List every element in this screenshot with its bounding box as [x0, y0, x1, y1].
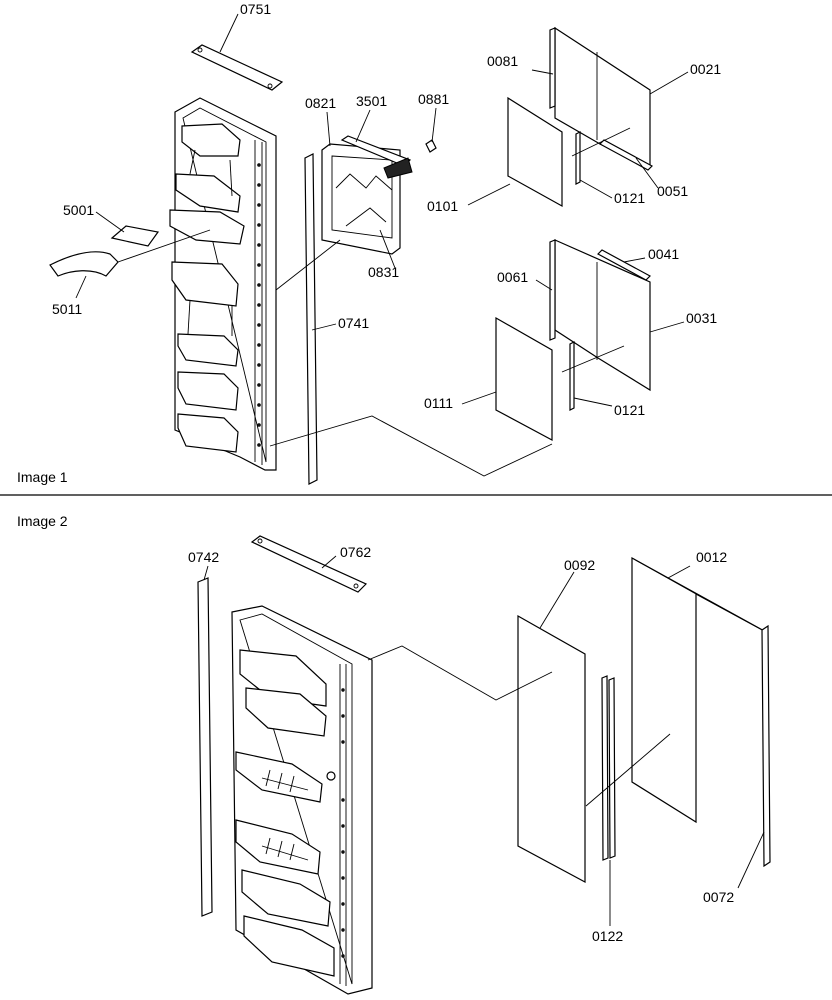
- part-0121-strip-a: [575, 131, 581, 185]
- part-5001: [110, 225, 160, 247]
- leader-0012: [667, 565, 691, 579]
- part-0031-panel: [554, 239, 651, 392]
- label-0081: 0081: [487, 53, 518, 69]
- leader-5011: [75, 275, 87, 299]
- leader-0762: [321, 555, 337, 569]
- leader-0821: [326, 111, 331, 147]
- part-0121-strip-b: [569, 341, 575, 411]
- label-0742: 0742: [188, 549, 219, 565]
- part-0122-strip-pair: [608, 677, 616, 859]
- label-0122: 0122: [592, 928, 623, 944]
- label-0012: 0012: [696, 549, 727, 565]
- label-0831: 0831: [368, 264, 399, 280]
- label-0111: 0111: [424, 395, 453, 411]
- label-0061: 0061: [497, 269, 528, 285]
- label-0092: 0092: [564, 557, 595, 573]
- image-2-caption: Image 2: [17, 513, 68, 529]
- label-5001: 5001: [63, 202, 94, 218]
- part-0072-strip: [761, 624, 771, 868]
- leader-0072: [737, 831, 765, 889]
- label-0031: 0031: [686, 310, 717, 326]
- door-2-bin-slots: [261, 769, 309, 861]
- label-0881: 0881: [418, 91, 449, 107]
- leader-0751: [219, 13, 239, 53]
- part-5011: [49, 251, 119, 277]
- label-0101: 0101: [427, 198, 458, 214]
- leader-0021: [649, 71, 689, 95]
- image-2-group: Image 2: [17, 513, 771, 995]
- label-5011: 5011: [52, 301, 82, 317]
- part-0741-strip: [304, 153, 318, 485]
- door-1-screw-holes: [257, 163, 261, 447]
- part-0881-screw: [425, 139, 437, 153]
- leader-0051: [635, 157, 659, 189]
- leader-0031: [649, 321, 685, 333]
- door-1-inner-edge: [182, 107, 267, 463]
- leader-0831: [379, 229, 396, 269]
- leader-3501: [355, 109, 371, 143]
- part-0101-panel: [507, 96, 563, 208]
- part-0831-inner: [331, 155, 393, 239]
- part-0111-panel: [495, 316, 553, 442]
- door-1-bins: [169, 123, 245, 453]
- leader-0121a: [579, 179, 613, 199]
- leader-0741: [311, 323, 337, 331]
- label-0762: 0762: [340, 544, 371, 560]
- label-0751: 0751: [240, 1, 271, 17]
- leader-0101: [467, 183, 511, 206]
- label-0121-upper: 0121: [614, 190, 645, 206]
- door-2: [231, 605, 373, 995]
- part-0081-strip: [549, 27, 556, 109]
- label-3501: 3501: [356, 93, 387, 109]
- door-2-bins: [235, 649, 335, 977]
- door-2-hinge-pin: [326, 771, 336, 781]
- leader-0061: [535, 279, 553, 291]
- door-1: [169, 97, 277, 471]
- part-0041-strip: [597, 249, 651, 281]
- part-0061-strip: [549, 239, 556, 341]
- leader-0041: [623, 257, 646, 263]
- leader-0742: [203, 565, 209, 581]
- part-0122-strip: [601, 675, 609, 861]
- leader-0111: [461, 391, 497, 405]
- part-3501-clip: [383, 157, 413, 179]
- image-1-group: Image 1 0751 0821 3501 0881 0081 0021 50…: [17, 1, 721, 485]
- trim-screw: [267, 83, 273, 89]
- label-0051: 0051: [657, 183, 688, 199]
- leader-0881: [431, 107, 437, 143]
- label-0072: 0072: [703, 889, 734, 905]
- label-0121-lower: 0121: [614, 402, 645, 418]
- part-0092-panel: [517, 614, 586, 884]
- leader-5001: [95, 211, 125, 233]
- leader-0092: [539, 571, 575, 629]
- leader-0121b: [573, 397, 613, 407]
- part-0762-trim: [250, 535, 368, 593]
- door-2-screw-holes: [341, 688, 345, 958]
- part-0012-panel: [631, 556, 767, 824]
- part-0751-trim: [190, 44, 284, 91]
- part-3501-panel: [340, 135, 412, 167]
- label-0041: 0041: [648, 246, 679, 262]
- trim-screw: [197, 47, 203, 53]
- label-0021: 0021: [690, 61, 721, 77]
- label-0821: 0821: [305, 95, 336, 111]
- part-0742-strip: [197, 577, 213, 917]
- label-0741: 0741: [338, 315, 369, 331]
- leader-0081: [531, 69, 554, 75]
- image-1-caption: Image 1: [17, 469, 68, 485]
